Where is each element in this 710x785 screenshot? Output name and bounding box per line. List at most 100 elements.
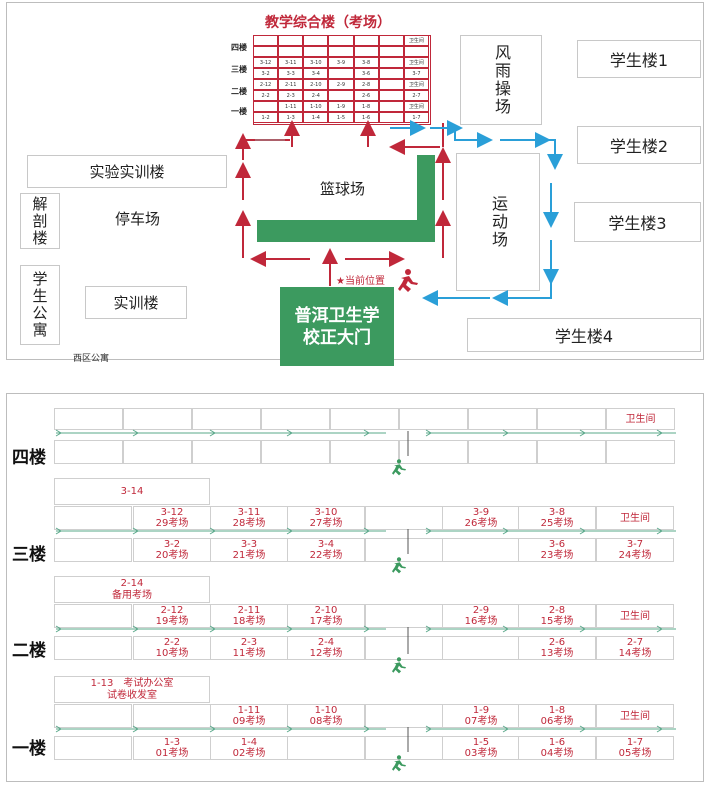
floor-label: 二楼 [12, 641, 46, 661]
room-cell [54, 636, 132, 660]
room-cell [123, 408, 192, 430]
mini-room: 1-10 [303, 101, 329, 112]
mini-room: 2-10 [303, 79, 329, 90]
room-cell [330, 440, 399, 464]
corridor-arrow [55, 725, 62, 733]
mini-room [378, 101, 404, 112]
mini-room: 2-12 [253, 79, 279, 90]
mini-room [378, 90, 404, 101]
mini-room: 1-8 [353, 101, 379, 112]
room-cell: 1-11 09考场 [210, 704, 288, 728]
room-cell [192, 408, 261, 430]
mini-room [328, 46, 354, 57]
floor-label: 三楼 [12, 545, 46, 565]
room-cell: 2-6 13考场 [518, 636, 596, 660]
room-cell [54, 408, 123, 430]
mini-room [303, 35, 329, 46]
room-cell: 1-8 06考场 [518, 704, 596, 728]
special-room: 3-14 [54, 478, 210, 505]
mini-room [253, 35, 279, 46]
room-cell: 2-8 15考场 [518, 604, 596, 628]
corridor-arrow [425, 725, 432, 733]
corridor-arrow [579, 429, 586, 437]
corridor-arrow [132, 429, 139, 437]
corridor-arrow [132, 725, 139, 733]
room-cell [537, 408, 606, 430]
corridor-arrow [55, 625, 62, 633]
room-cell: 2-7 14考场 [596, 636, 674, 660]
room-cell: 2-2 10考场 [133, 636, 211, 660]
special-room: 2-14 备用考场 [54, 576, 210, 603]
mini-room [378, 35, 404, 46]
room-cell: 1-3 01考场 [133, 736, 211, 760]
room-cell [261, 440, 330, 464]
west-apartment-label: 西区公寓 [73, 354, 110, 364]
corridor-arrow [656, 527, 663, 535]
mini-floor-1: 一楼 [231, 107, 247, 116]
corridor-arrow [132, 527, 139, 535]
room-cell: 3-7 24考场 [596, 538, 674, 562]
mini-room: 3-7 [403, 68, 429, 79]
mini-room: 1-5 [328, 112, 354, 123]
mini-room: 1-2 [253, 112, 279, 123]
corridor-arrow [502, 625, 509, 633]
room-cell: 1-7 05考场 [596, 736, 674, 760]
corridor-arrow [55, 429, 62, 437]
room-cell [365, 736, 443, 760]
experiment-building: 实验实训楼 [27, 155, 227, 188]
corridor-arrow [579, 527, 586, 535]
mini-room: 3-12 [253, 57, 279, 68]
corridor-arrow [656, 625, 663, 633]
corridor-arrow [286, 527, 293, 535]
special-room: 1-13 考试办公室 试卷收发室 [54, 676, 210, 703]
mini-floor-3: 三楼 [231, 65, 247, 74]
corridor-arrow [286, 429, 293, 437]
room-cell [261, 408, 330, 430]
corridor-arrow [502, 527, 509, 535]
mini-room: 2-2 [253, 90, 279, 101]
mini-room: 2-7 [403, 90, 429, 101]
room-cell [330, 408, 399, 430]
green-wall-vertical [417, 155, 435, 242]
current-position-label: ★当前位置 [336, 276, 385, 287]
corridor-arrow [209, 725, 216, 733]
room-cell [287, 736, 365, 760]
mini-room: 卫生间 [403, 101, 429, 112]
corridor-arrow [656, 429, 663, 437]
mini-room: 2-4 [303, 90, 329, 101]
mini-room: 3-2 [253, 68, 279, 79]
room-cell [365, 636, 443, 660]
room-cell [54, 506, 132, 530]
mini-room [403, 46, 429, 57]
mini-room [378, 46, 404, 57]
mini-room [303, 46, 329, 57]
mini-room: 2-8 [353, 79, 379, 90]
room-cell [468, 408, 537, 430]
mini-floor-2: 二楼 [231, 87, 247, 96]
mini-room [328, 90, 354, 101]
room-cell [468, 440, 537, 464]
room-cell: 3-11 28考场 [210, 506, 288, 530]
corridor-arrow [502, 429, 509, 437]
mini-room: 2-11 [278, 79, 304, 90]
mini-room: 卫生间 [403, 35, 429, 46]
main-gate: 普洱卫生学校正大门 [280, 287, 394, 366]
mini-room [253, 101, 279, 112]
corridor-arrow [286, 625, 293, 633]
teaching-building-title: 教学综合楼（考场） [265, 15, 391, 31]
mini-room [378, 112, 404, 123]
room-cell [54, 604, 132, 628]
parking-label: 停车场 [115, 210, 161, 228]
room-cell [365, 704, 443, 728]
room-cell: 卫生间 [596, 704, 674, 728]
corridor-arrow [425, 527, 432, 535]
basketball-label: 篮球场 [320, 180, 366, 198]
corridor-arrow [363, 429, 370, 437]
room-cell: 3-9 26考场 [442, 506, 520, 530]
room-cell: 3-10 27考场 [287, 506, 365, 530]
room-cell: 1-6 04考场 [518, 736, 596, 760]
mini-room [378, 79, 404, 90]
room-cell: 卫生间 [596, 604, 674, 628]
